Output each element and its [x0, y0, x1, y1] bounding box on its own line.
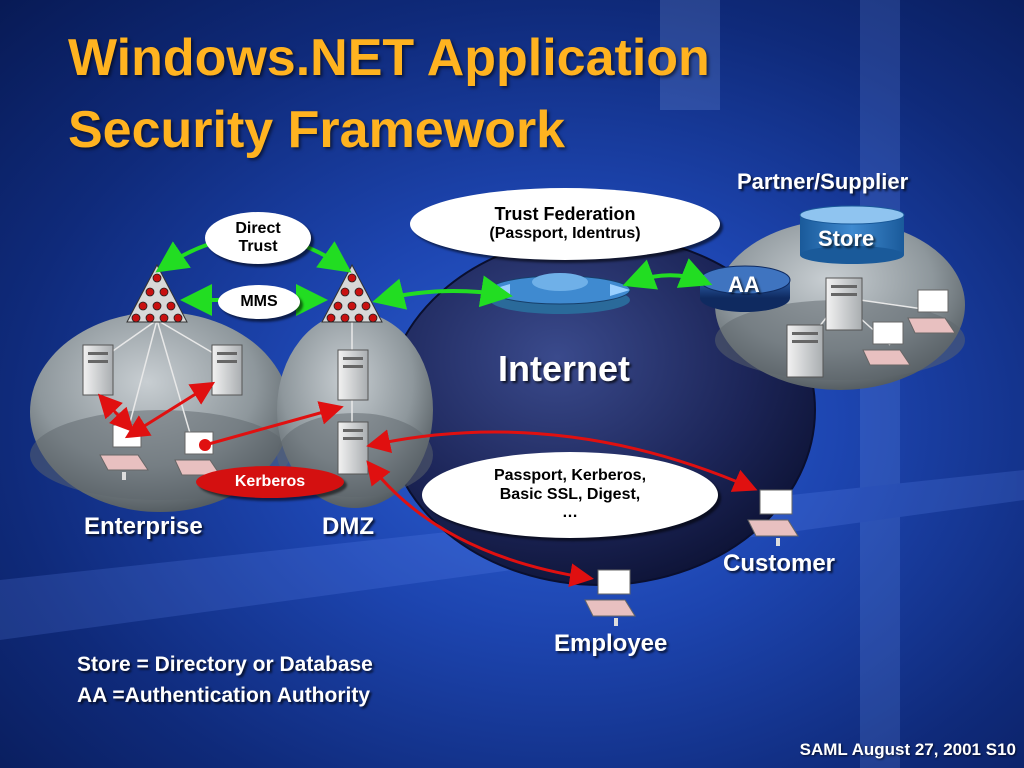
- customer-computer-icon: [747, 489, 799, 546]
- internet-router-icon: [489, 273, 631, 314]
- enterprise-auth-link-2: [124, 381, 216, 439]
- server-icon: [337, 349, 369, 401]
- dmz-label: DMZ: [322, 513, 374, 540]
- slide-footer: SAML August 27, 2001 S10: [799, 740, 1016, 759]
- dmz-directory-icon: [321, 263, 383, 323]
- direct-trust-line2: Trust: [238, 238, 278, 255]
- employee-label: Employee: [554, 630, 668, 657]
- dmz-internet-link: [372, 275, 513, 310]
- internet-aa-link: [622, 258, 713, 290]
- computer-icon: [907, 289, 956, 334]
- store-database-icon: [799, 205, 905, 264]
- mms-label: MMS: [240, 292, 278, 310]
- legend-line2: AA =Authentication Authority: [77, 684, 371, 707]
- protocols-line1: Passport, Kerberos,: [493, 467, 647, 485]
- enterprise-label: Enterprise: [84, 513, 203, 540]
- internet-label: Internet: [498, 348, 631, 389]
- customer-auth-link: [366, 429, 758, 492]
- slide-title-line1: Windows.NET Application: [68, 29, 710, 87]
- auth-links: [97, 381, 758, 588]
- kerberos-callout: Kerberos: [196, 466, 344, 498]
- protocols-line3: …: [562, 504, 578, 522]
- server-icon: [337, 421, 369, 475]
- customer-label: Customer: [723, 550, 836, 577]
- trust-federation-callout: Trust Federation (Passport, Identrus): [410, 188, 720, 260]
- legend-line1: Store = Directory or Database: [77, 653, 373, 676]
- protocols-line2: Basic SSL, Digest,: [499, 485, 641, 503]
- trust-federation-line2: (Passport, Identrus): [489, 225, 641, 243]
- employee-computer-icon: [584, 569, 636, 626]
- computer-icon: [862, 321, 911, 366]
- protocols-callout: Passport, Kerberos, Basic SSL, Digest, …: [422, 452, 718, 538]
- server-icon: [825, 277, 863, 331]
- kerberos-link: [204, 401, 344, 447]
- slide-title-line2: Security Framework: [68, 101, 566, 159]
- direct-trust-line1: Direct: [235, 219, 281, 237]
- partner-label: Partner/Supplier: [737, 169, 909, 194]
- trust-federation-line1: Trust Federation: [494, 204, 636, 225]
- server-icon: [786, 324, 824, 378]
- employee-auth-link: [366, 460, 594, 588]
- kerberos-link-origin: [199, 439, 211, 451]
- enterprise-directory-icon: [126, 263, 188, 323]
- direct-trust-callout: Direct Trust: [205, 212, 311, 264]
- server-icon: [211, 344, 243, 396]
- store-label: Store: [818, 226, 875, 251]
- server-icon: [82, 344, 114, 396]
- authentication-authority-icon: [699, 265, 791, 312]
- kerberos-label: Kerberos: [234, 472, 306, 490]
- aa-label: AA: [728, 272, 760, 297]
- mms-callout: MMS: [218, 285, 300, 319]
